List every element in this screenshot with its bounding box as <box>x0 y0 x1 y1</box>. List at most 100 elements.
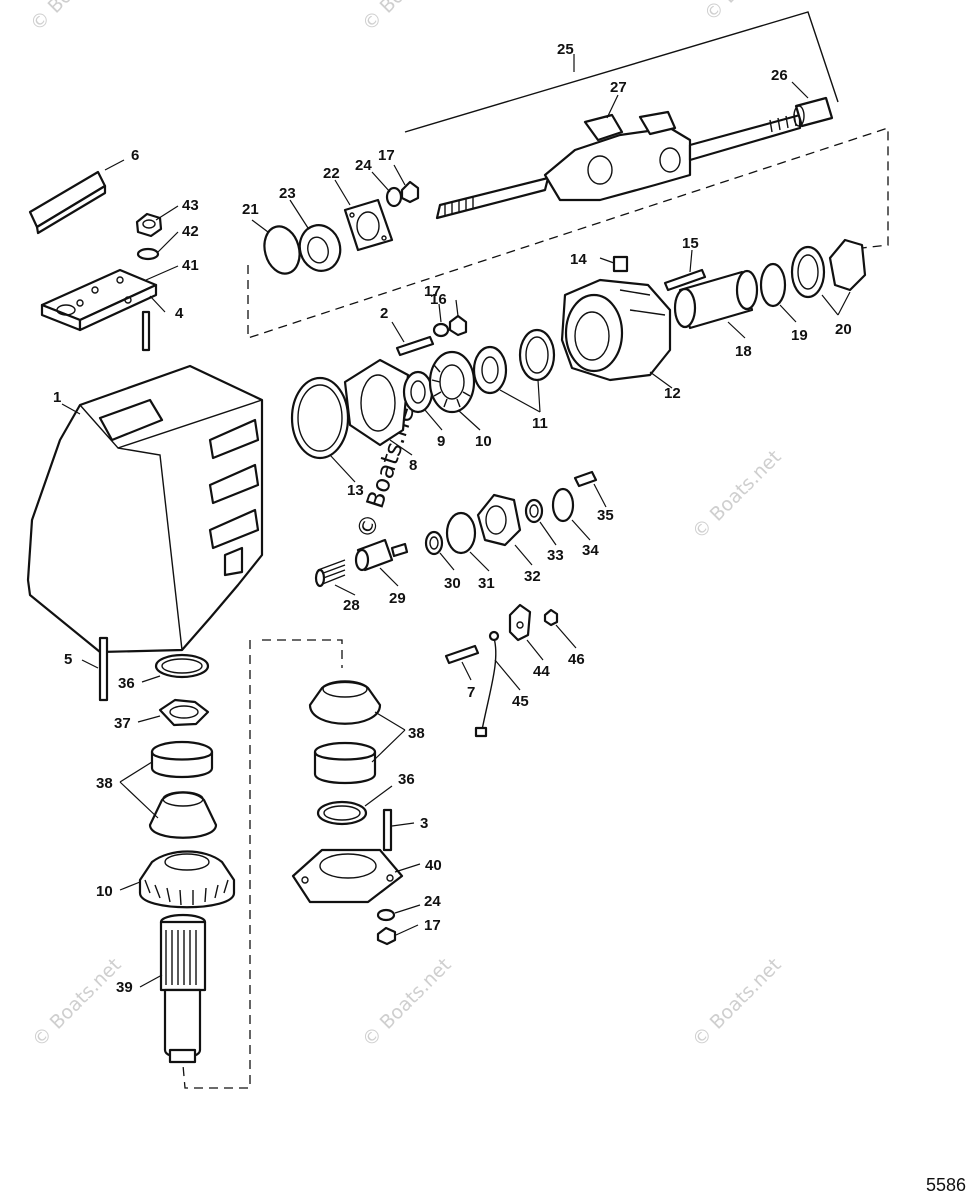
callout-4: 4 <box>175 305 184 322</box>
callout-8: 8 <box>409 457 417 474</box>
part-46-nut <box>543 608 559 627</box>
part-38-bearing-right <box>308 680 382 785</box>
part-23-bearing <box>298 224 342 272</box>
callout-41: 41 <box>182 257 199 274</box>
part-39-shaft <box>159 913 207 1064</box>
callout-11: 11 <box>532 415 548 432</box>
callout-10-middle: 10 <box>475 433 492 450</box>
part-37-nut <box>158 698 210 727</box>
part-27-shaft-assembly <box>435 110 802 220</box>
part-17-nut-lower <box>376 926 397 946</box>
callout-24-bottom: 24 <box>424 893 441 910</box>
part-36-oring-right <box>316 800 368 826</box>
callout-9: 9 <box>437 433 445 450</box>
part-21-oring <box>263 225 301 275</box>
part-14-plug <box>612 255 629 273</box>
part-7-pin <box>444 644 480 665</box>
callout-36-left: 36 <box>118 675 135 692</box>
callout-27: 27 <box>610 79 627 96</box>
part-31-oring <box>445 511 477 555</box>
part-22-housing <box>343 198 394 252</box>
part-40-housing <box>291 848 404 904</box>
part-36-oring-left <box>154 653 210 679</box>
figure-number: 5586 <box>925 1175 966 1195</box>
part-45-sender <box>474 630 500 738</box>
callout-34: 34 <box>582 542 599 559</box>
callout-15: 15 <box>682 235 699 252</box>
callout-45: 45 <box>512 693 529 710</box>
part-30-seal <box>424 530 444 556</box>
part-6-shim <box>28 170 107 235</box>
callout-1: 1 <box>53 389 61 406</box>
part-5-stud <box>98 636 109 702</box>
watermark: © Boats.net <box>26 0 124 36</box>
callout-12: 12 <box>664 385 681 402</box>
callout-21: 21 <box>242 201 259 218</box>
callout-33: 33 <box>547 547 564 564</box>
part-44-bracket <box>508 603 532 642</box>
callout-5: 5 <box>64 651 72 668</box>
callout-25: 25 <box>557 41 574 58</box>
callout-13: 13 <box>347 482 364 499</box>
callout-24-top: 24 <box>355 157 372 174</box>
part-34-oring <box>551 487 575 523</box>
part-4-stud <box>141 310 151 352</box>
bracket-25 <box>404 11 839 133</box>
callout-44: 44 <box>533 663 550 680</box>
callout-3: 3 <box>420 815 428 832</box>
callout-17-middle: 17 <box>424 283 441 300</box>
part-43-nut <box>135 212 163 238</box>
part-11-bearing <box>472 328 556 395</box>
callout-42: 42 <box>182 223 199 240</box>
watermark: © Boats.net <box>358 954 456 1052</box>
part-38-bearing-left <box>148 740 218 839</box>
callout-38-right: 38 <box>408 725 425 742</box>
part-2-pin <box>395 335 435 357</box>
callout-30: 30 <box>444 575 461 592</box>
callout-46: 46 <box>568 651 585 668</box>
callout-32: 32 <box>524 568 541 585</box>
watermark: © Boats.net <box>688 446 786 544</box>
part-17-nut-middle <box>448 314 468 337</box>
callouts: 6 43 42 41 4 1 5 36 37 38 10 39 21 23 22… <box>53 41 852 996</box>
part-20-bearing <box>790 238 867 299</box>
part-19-oring <box>759 262 787 308</box>
watermark: © Boats.net <box>358 0 456 36</box>
part-33-seal <box>524 498 544 524</box>
callout-23: 23 <box>279 185 296 202</box>
callout-28: 28 <box>343 597 360 614</box>
callout-2: 2 <box>380 305 388 322</box>
callout-39: 39 <box>116 979 133 996</box>
callout-19: 19 <box>791 327 808 344</box>
watermark: © Boats.net <box>688 954 786 1052</box>
part-41-plate <box>40 268 158 332</box>
callout-14: 14 <box>570 251 587 268</box>
part-42-washer <box>136 247 160 261</box>
callout-43: 43 <box>182 197 199 214</box>
callout-6: 6 <box>131 147 139 164</box>
callout-17-bottom: 17 <box>424 917 441 934</box>
part-12-housing <box>560 278 672 382</box>
part-10-gear-left <box>138 850 236 909</box>
part-3-stud <box>382 808 393 852</box>
callout-17-top: 17 <box>378 147 395 164</box>
part-1-cover <box>26 364 264 654</box>
part-9-bearing <box>402 370 434 414</box>
watermark: © Boats.net <box>700 0 798 26</box>
callout-18: 18 <box>735 343 752 360</box>
bracket-lower-side <box>182 640 251 1089</box>
part-13-oring <box>290 376 350 460</box>
leader-lines <box>61 54 851 988</box>
part-24-washer-lower <box>376 908 396 922</box>
part-8-gasket <box>343 358 410 447</box>
callout-10-left: 10 <box>96 883 113 900</box>
callout-40: 40 <box>425 857 442 874</box>
bracket-bearing-group <box>247 127 889 339</box>
part-28-spring <box>314 559 346 588</box>
part-29-plunger <box>354 538 409 572</box>
part-10-gear-middle <box>428 350 476 414</box>
bracket-lower-top <box>262 639 343 668</box>
assembly-brackets <box>182 11 889 1089</box>
watermark: © Boats.net <box>28 954 126 1052</box>
